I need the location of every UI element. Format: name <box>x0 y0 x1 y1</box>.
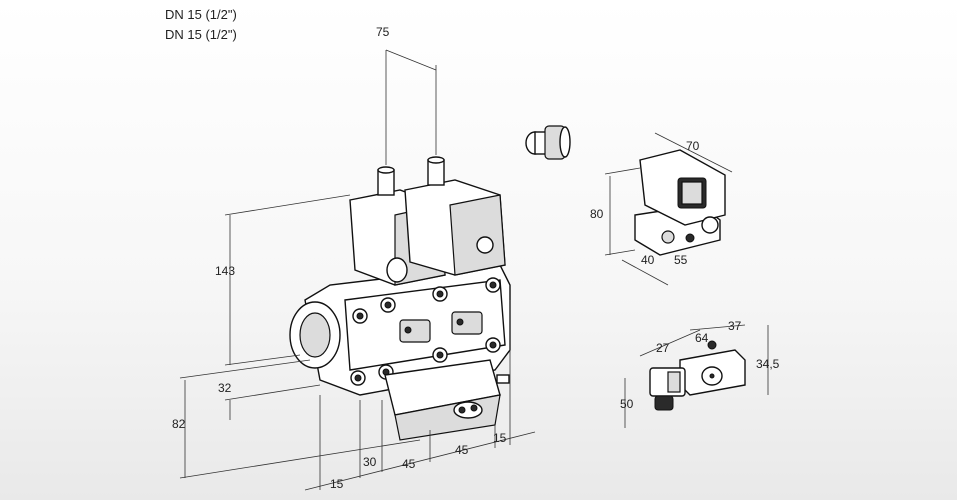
bolt-7-head <box>436 351 444 359</box>
fitting-screw-1 <box>404 326 412 334</box>
bolt-5-head <box>354 374 362 382</box>
stem-left-top <box>377 166 395 174</box>
pressure-module-port <box>453 401 483 419</box>
dim-34-5: 34,5 <box>756 357 780 371</box>
dim-64: 64 <box>695 331 709 345</box>
dim-82: 82 <box>172 417 186 431</box>
bottom-right-pressure-switch <box>624 324 769 428</box>
dim-80: 80 <box>590 207 604 221</box>
dim-30: 30 <box>363 455 377 469</box>
pipe-inlet-bore <box>299 312 331 358</box>
bolt-3-head <box>436 290 444 298</box>
dim-45-left: 45 <box>402 457 416 471</box>
stem-right-top <box>427 156 445 164</box>
face-fitting-left <box>399 319 431 343</box>
dim-55: 55 <box>674 253 688 267</box>
bolt-1-head <box>356 312 364 320</box>
bolt-8-head <box>489 341 497 349</box>
dim-75: 75 <box>376 25 390 39</box>
bolt-4-head <box>489 281 497 289</box>
dim-143: 143 <box>215 264 235 278</box>
dim-40: 40 <box>641 253 655 267</box>
actuator-stem-right <box>427 159 445 186</box>
dim-15-right: 15 <box>493 431 507 445</box>
dim-27: 27 <box>656 341 670 355</box>
port-pin-1 <box>458 406 466 414</box>
dim-15-bottom: 15 <box>330 477 344 491</box>
main-valve-assembly <box>289 156 511 441</box>
main-dimension-lines <box>179 49 536 491</box>
dim-37: 37 <box>728 319 742 333</box>
cable-gland <box>525 125 571 160</box>
header-line-2: DN 15 (1/2") <box>165 27 237 42</box>
side-nipple <box>496 374 510 384</box>
face-fitting-right <box>451 311 483 335</box>
header-line-1: DN 15 (1/2") <box>165 7 237 22</box>
coil-left-gland <box>386 257 408 283</box>
dim-50: 50 <box>620 397 634 411</box>
dim-45-right: 45 <box>455 443 469 457</box>
coil-right-terminal <box>476 236 494 254</box>
actuator-stem-left <box>377 169 395 196</box>
top-right-solenoid <box>604 132 733 286</box>
dim-32: 32 <box>218 381 232 395</box>
coil-right-face <box>449 194 506 276</box>
fitting-screw-2 <box>456 318 464 326</box>
port-pin-2 <box>470 404 478 412</box>
bolt-2-head <box>384 301 392 309</box>
dim-70: 70 <box>686 139 700 153</box>
